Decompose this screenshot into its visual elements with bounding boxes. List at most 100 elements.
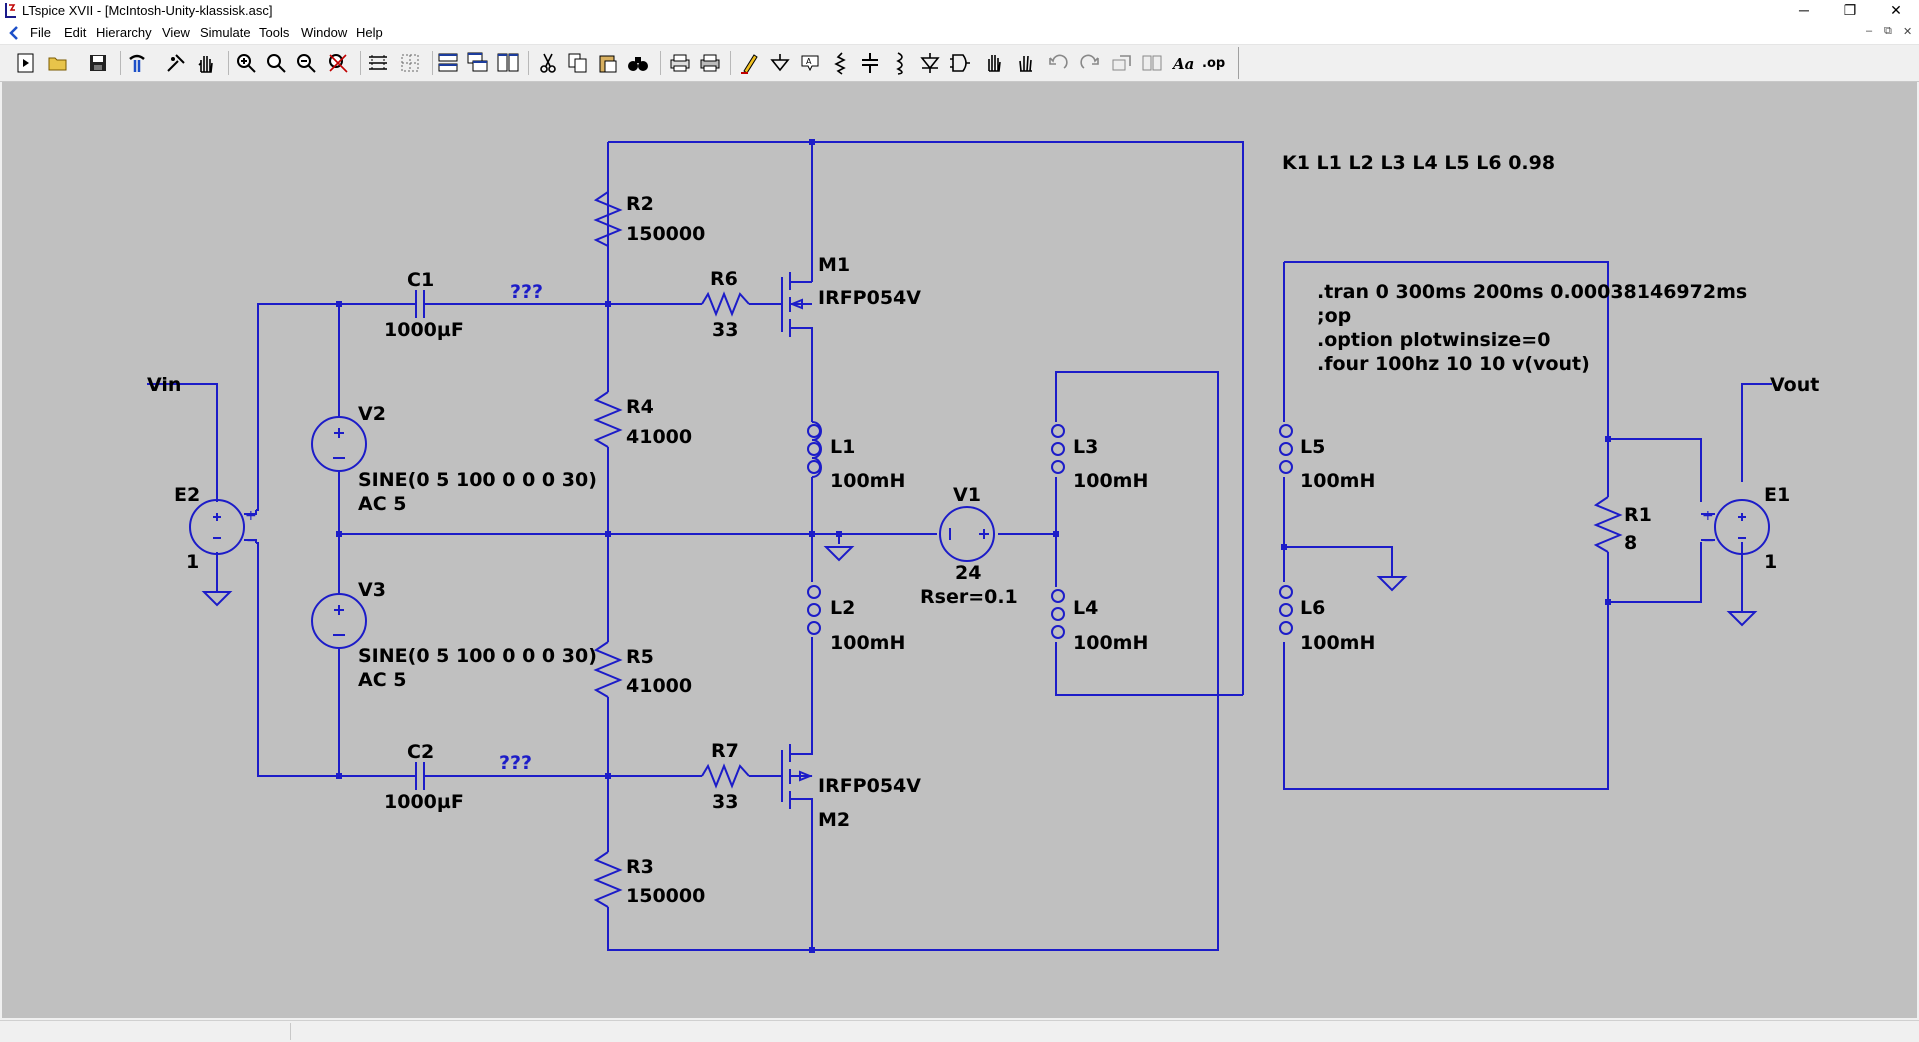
net-label-unknown-1[interactable]: ??? <box>510 281 543 303</box>
M1-value[interactable]: IRFP054V <box>818 287 921 309</box>
copy-icon[interactable] <box>566 51 590 75</box>
undo-icon[interactable] <box>1046 51 1070 75</box>
print-icon[interactable] <box>698 51 722 75</box>
redo-icon[interactable] <box>1078 51 1102 75</box>
component-icon[interactable] <box>948 51 972 75</box>
V1-value[interactable]: 24 <box>955 562 981 584</box>
menu-file[interactable]: File <box>30 25 51 40</box>
resistor-R7-symbol[interactable] <box>701 763 750 789</box>
mirror-icon[interactable] <box>1140 51 1164 75</box>
find-icon[interactable] <box>626 51 650 75</box>
C1-value[interactable]: 1000µF <box>384 319 464 341</box>
schematic-doc-icon[interactable] <box>6 25 22 41</box>
drag-icon[interactable] <box>1014 51 1038 75</box>
net-label-unknown-2[interactable]: ??? <box>499 752 532 774</box>
halt-icon[interactable] <box>164 51 188 75</box>
ground-symbol[interactable] <box>1726 611 1758 627</box>
directive-op-comment[interactable]: ;op <box>1317 305 1351 327</box>
V3-value[interactable]: SINE(0 5 100 0 0 0 30) <box>358 645 597 667</box>
resistor-R4-symbol[interactable] <box>593 391 623 448</box>
resistor-R6-symbol[interactable] <box>701 291 750 317</box>
inductor-L2-symbol[interactable] <box>807 585 821 635</box>
M2-value[interactable]: IRFP054V <box>818 775 921 797</box>
tile-vertical-icon[interactable] <box>496 51 520 75</box>
schematic-canvas[interactable]: + − + − K1 L1 L2 L3 L4 L5 L6 0.98 .tran … <box>2 82 1917 1018</box>
resistor-R5-symbol[interactable] <box>593 641 623 698</box>
diode-icon[interactable] <box>918 51 942 75</box>
mosfet-M1-symbol[interactable] <box>781 272 813 337</box>
V1-rser[interactable]: Rser=0.1 <box>920 586 1018 608</box>
E1-value[interactable]: 1 <box>1764 551 1777 573</box>
run-icon[interactable] <box>14 51 38 75</box>
pan-icon[interactable] <box>194 51 218 75</box>
controlled-source-E2-symbol[interactable]: + − <box>189 499 258 555</box>
L6-value[interactable]: 100mH <box>1300 632 1375 654</box>
cut-icon[interactable] <box>536 51 560 75</box>
voltage-source-V1-symbol[interactable] <box>939 506 995 562</box>
zoom-fit-icon[interactable] <box>326 51 350 75</box>
grid-icon[interactable] <box>398 51 422 75</box>
directive-option[interactable]: .option plotwinsize=0 <box>1317 329 1550 351</box>
L2-value[interactable]: 100mH <box>830 632 905 654</box>
mdi-minimize-button[interactable]: – <box>1866 25 1873 37</box>
inductor-L6-symbol[interactable] <box>1279 585 1293 635</box>
net-label-vout[interactable]: Vout <box>1770 374 1819 396</box>
text-icon[interactable]: Aa <box>1171 51 1196 75</box>
tile-horizontal-icon[interactable] <box>436 51 460 75</box>
cascade-icon[interactable] <box>466 51 490 75</box>
net-label-vin[interactable]: Vin <box>147 374 181 396</box>
save-icon[interactable] <box>86 51 110 75</box>
minimize-window-button[interactable]: ─ <box>1799 2 1809 18</box>
R4-value[interactable]: 41000 <box>626 426 692 448</box>
print-preview-icon[interactable] <box>668 51 692 75</box>
close-window-button[interactable]: ✕ <box>1890 2 1902 18</box>
V3-ac[interactable]: AC 5 <box>358 669 406 691</box>
ground-symbol[interactable] <box>1376 576 1408 592</box>
C2-value[interactable]: 1000µF <box>384 791 464 813</box>
autorange-icon[interactable] <box>366 51 390 75</box>
L3-value[interactable]: 100mH <box>1073 470 1148 492</box>
capacitor-icon[interactable] <box>858 51 882 75</box>
zoom-out-icon[interactable] <box>294 51 318 75</box>
schematic-drawing[interactable]: + − + − K1 L1 L2 L3 L4 L5 L6 0.98 .tran … <box>2 82 1917 1018</box>
menu-tools[interactable]: Tools <box>259 25 290 40</box>
inductor-L3-symbol[interactable] <box>1051 424 1065 474</box>
control-panel-icon[interactable] <box>125 51 149 75</box>
R1-value[interactable]: 8 <box>1624 532 1637 554</box>
R7-value[interactable]: 33 <box>712 791 738 813</box>
mosfet-M2-symbol[interactable] <box>781 722 813 824</box>
R6-value[interactable]: 33 <box>712 319 738 341</box>
resistor-R2-symbol[interactable] <box>593 186 623 247</box>
L4-value[interactable]: 100mH <box>1073 632 1148 654</box>
paste-icon[interactable] <box>596 51 620 75</box>
move-icon[interactable] <box>982 51 1006 75</box>
resistor-icon[interactable] <box>828 51 852 75</box>
ground-icon[interactable] <box>768 51 792 75</box>
R2-value[interactable]: 150000 <box>626 223 705 245</box>
resistor-R3-symbol[interactable] <box>593 851 623 908</box>
voltage-source-V2-symbol[interactable] <box>311 416 367 472</box>
E2-value[interactable]: 1 <box>186 551 199 573</box>
open-icon[interactable] <box>46 51 70 75</box>
directive-four[interactable]: .four 100hz 10 10 v(vout) <box>1317 353 1590 375</box>
maximize-window-button[interactable]: ❐ <box>1843 2 1857 18</box>
inductor-L4-symbol[interactable] <box>1051 589 1065 639</box>
resistor-R1-symbol[interactable] <box>1593 496 1623 553</box>
draw-wire-icon[interactable] <box>738 51 762 75</box>
zoom-area-icon[interactable] <box>264 51 288 75</box>
inductor-icon[interactable] <box>888 51 912 75</box>
zoom-in-icon[interactable] <box>234 51 258 75</box>
inductor-L5-symbol[interactable] <box>1279 424 1293 474</box>
label-net-icon[interactable]: A <box>798 51 822 75</box>
inductor-L1-symbol[interactable] <box>807 421 822 478</box>
coupling-directive[interactable]: K1 L1 L2 L3 L4 L5 L6 0.98 <box>1282 152 1555 174</box>
spice-directive-icon[interactable]: .op <box>1202 51 1226 75</box>
menu-view[interactable]: View <box>162 25 190 40</box>
capacitor-C2-symbol[interactable] <box>411 762 429 790</box>
mdi-close-button[interactable]: ✕ <box>1903 26 1913 38</box>
controlled-source-E1-symbol[interactable]: + − <box>1701 499 1770 555</box>
ground-symbol[interactable] <box>823 546 855 562</box>
menu-hierarchy[interactable]: Hierarchy <box>96 25 152 40</box>
R5-value[interactable]: 41000 <box>626 675 692 697</box>
L1-value[interactable]: 100mH <box>830 470 905 492</box>
